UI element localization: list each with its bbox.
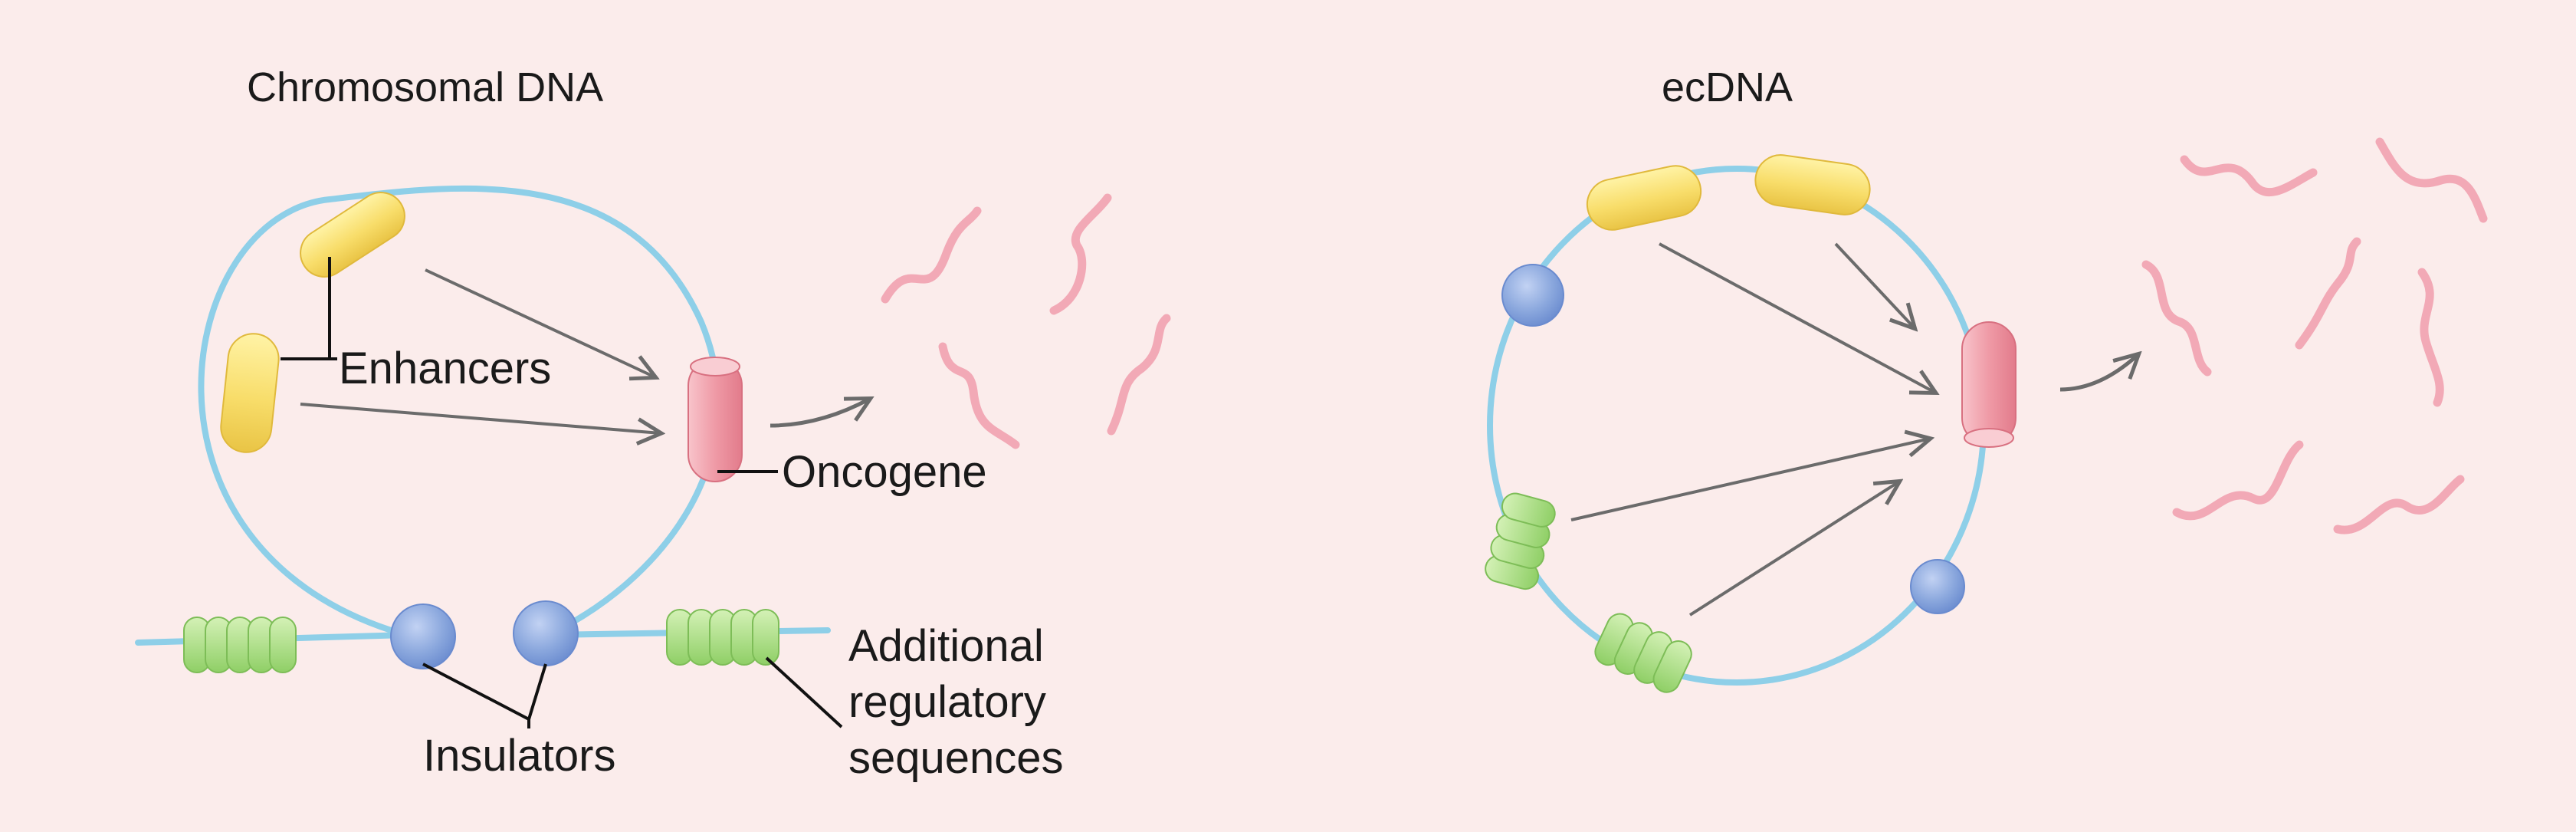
ecdna-oncogene — [1961, 321, 2016, 448]
chromosomal-panel: Chromosomal DNA — [135, 64, 2488, 783]
arrow-ecdna-enhancer-1 — [1659, 242, 1935, 393]
leader-lines-chromosomal — [281, 257, 843, 728]
transcript — [2375, 137, 2488, 223]
chromosomal-title: Chromosomal DNA — [247, 64, 603, 110]
transcripts-ecdna — [2141, 137, 2488, 534]
transcript — [881, 206, 982, 304]
ecdna-insulator-upper — [1501, 264, 1564, 327]
label-additional-line3: sequences — [848, 733, 1064, 783]
label-additional-line1: Additional — [848, 621, 1044, 671]
ecdna-strand — [1487, 166, 1987, 686]
enhancer-arrows — [300, 268, 661, 433]
transcript — [938, 342, 1020, 449]
arrow-enhancer-lower — [300, 403, 661, 433]
enhancer-lower — [220, 333, 280, 453]
oncogene-chromosomal — [687, 357, 743, 482]
insulator-left — [390, 603, 456, 669]
label-enhancers: Enhancers — [339, 344, 551, 393]
transcripts-chromosomal — [881, 193, 1171, 449]
leader-insulator-left — [422, 663, 530, 728]
ecdna-regulatory-coil-bottom — [1594, 613, 1692, 693]
leader-insulator-right — [527, 663, 547, 720]
transcript — [1107, 314, 1171, 436]
ecdna-enhancer-1 — [1586, 165, 1702, 231]
label-oncogene: Oncogene — [782, 447, 987, 497]
ecdna-insulator-lower — [1910, 559, 1965, 614]
arrow-ecdna-enhancer-2 — [1834, 242, 1915, 328]
regulatory-coil-left — [183, 617, 297, 673]
ecdna-panel: ecDNA — [1485, 64, 2488, 693]
ecdna-enhancer-2 — [1754, 154, 1871, 215]
ecdna-title: ecDNA — [1662, 64, 1793, 110]
arrow-ecdna-coil-left — [1570, 439, 1930, 521]
transcript — [2295, 237, 2361, 350]
arrow-enhancer-upper — [425, 268, 655, 377]
regulatory-coil-right — [666, 609, 779, 666]
transcript — [2333, 475, 2465, 534]
leader-additional — [765, 656, 843, 728]
ecdna-regulatory-coil-left — [1485, 492, 1556, 590]
enhancer-upper — [300, 192, 405, 278]
arrow-ecdna-coil-bottom — [1688, 482, 1899, 617]
label-insulators: Insulators — [423, 731, 615, 781]
transcript — [2172, 440, 2304, 521]
arrow-to-transcripts-ecdna — [2059, 354, 2138, 392]
transcript — [2141, 260, 2212, 377]
transcript — [2417, 268, 2444, 407]
arrow-to-transcripts-chromosomal — [770, 399, 870, 428]
insulator-right — [513, 600, 579, 666]
transcript — [1049, 193, 1112, 315]
ecdna-arrows — [1570, 242, 1935, 617]
label-additional-line2: regulatory — [848, 677, 1046, 727]
transcript — [2180, 155, 2318, 197]
